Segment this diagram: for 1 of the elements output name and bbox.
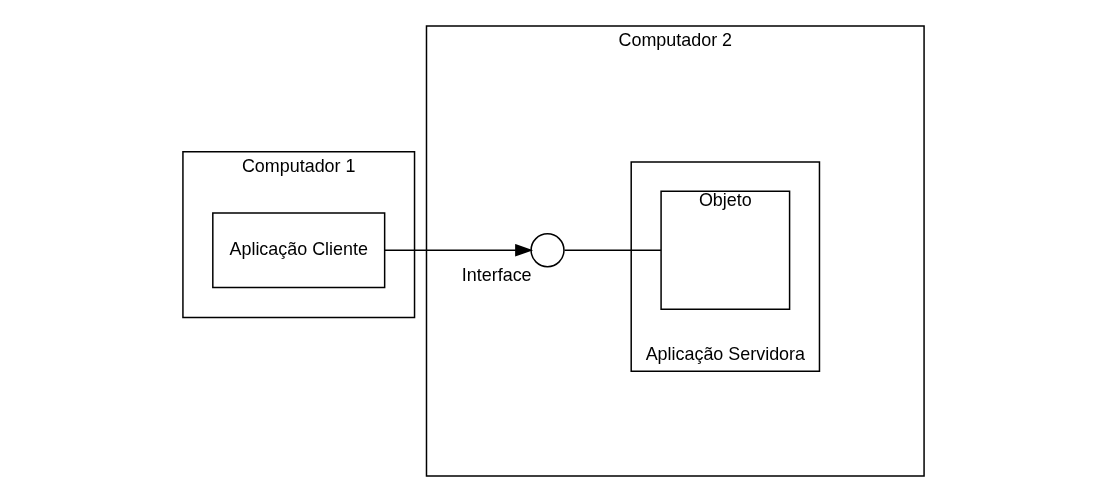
node-label: Interface [461, 265, 532, 286]
